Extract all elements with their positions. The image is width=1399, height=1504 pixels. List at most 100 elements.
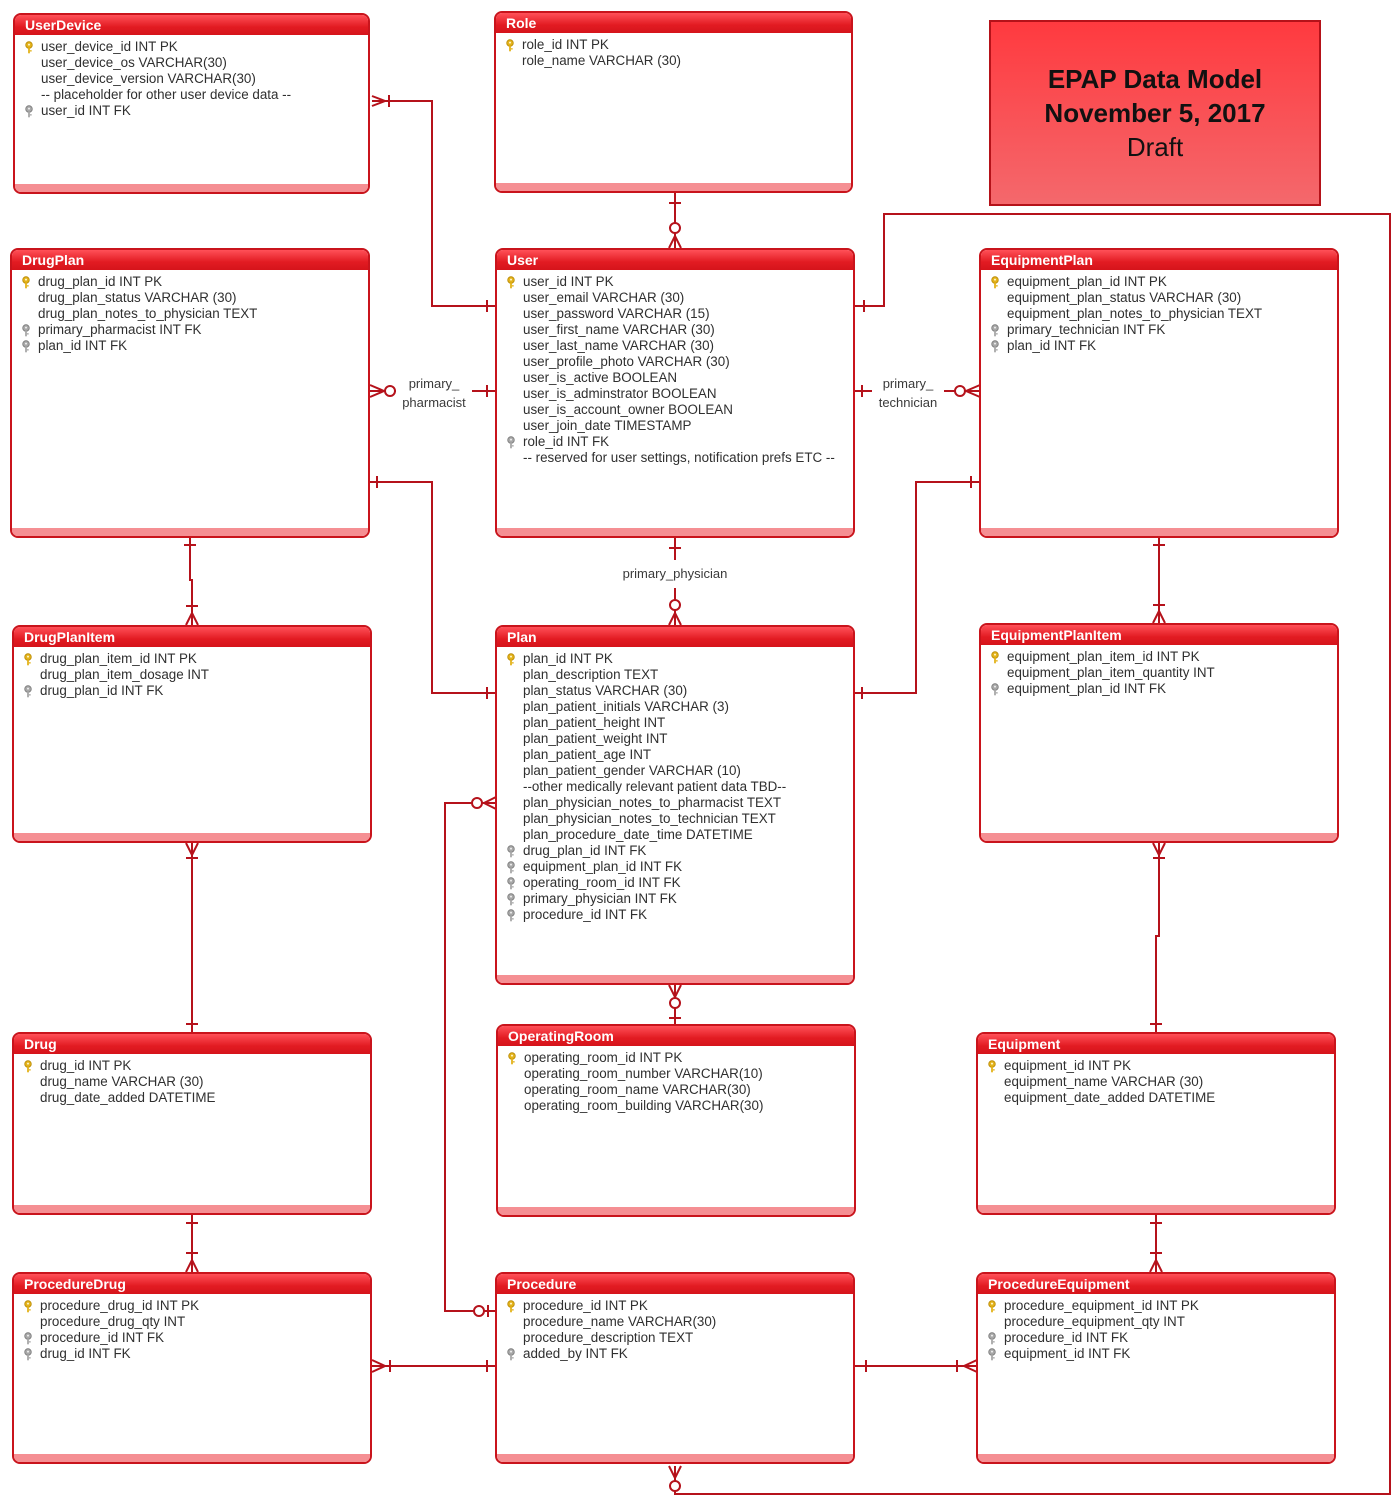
- field-row: user_device_os VARCHAR(30): [21, 55, 362, 71]
- blank-icon-slot: [503, 1314, 519, 1330]
- field-text: drug_plan_id INT FK: [523, 843, 647, 858]
- entity-title: OperatingRoom: [498, 1026, 854, 1046]
- field-row: user_join_date TIMESTAMP: [503, 418, 847, 434]
- entity-footer: [14, 833, 370, 841]
- field-row: role_name VARCHAR (30): [502, 53, 845, 69]
- blank-icon-slot: [21, 55, 37, 71]
- field-text: equipment_plan_id INT FK: [1007, 681, 1167, 696]
- field-row: plan_id INT PK: [503, 651, 847, 667]
- connector-drugplan-plan: [370, 481, 496, 694]
- blank-icon-slot: [503, 667, 519, 683]
- field-text: drug_plan_id INT PK: [38, 274, 163, 289]
- primary-key-icon: [502, 37, 518, 53]
- field-text: primary_technician INT FK: [1007, 322, 1166, 337]
- foreign-key-icon: [20, 1330, 36, 1346]
- field-row: user_id INT PK: [503, 274, 847, 290]
- field-row: drug_plan_item_id INT PK: [20, 651, 364, 667]
- field-text: procedure_drug_qty INT: [40, 1314, 186, 1329]
- field-text: role_id INT FK: [523, 434, 610, 449]
- blank-icon-slot: [20, 1074, 36, 1090]
- field-text: plan_description TEXT: [523, 667, 659, 682]
- field-text: user_is_account_owner BOOLEAN: [523, 402, 733, 417]
- field-text: drug_date_added DATETIME: [40, 1090, 216, 1105]
- foreign-key-icon: [18, 322, 34, 338]
- field-text: user_id INT PK: [523, 274, 614, 289]
- label-primary-pharmacist: primary_ pharmacist: [398, 374, 470, 412]
- field-row: user_first_name VARCHAR (30): [503, 322, 847, 338]
- label-primary-technician: primary_ technician: [872, 374, 944, 412]
- entity-footer: [496, 183, 851, 191]
- blank-icon-slot: [20, 667, 36, 683]
- field-row: equipment_plan_id INT FK: [503, 859, 847, 875]
- connector-user-userdevice: [372, 100, 495, 307]
- field-text: procedure_id INT FK: [523, 907, 648, 922]
- field-text: equipment_plan_notes_to_physician TEXT: [1007, 306, 1263, 321]
- field-row: drug_plan_item_dosage INT: [20, 667, 364, 683]
- connector-user-procedure-addedby: [674, 213, 1391, 1495]
- field-text: operating_room_name VARCHAR(30): [524, 1082, 751, 1097]
- field-row: drug_plan_id INT FK: [503, 843, 847, 859]
- field-row: plan_id INT FK: [987, 338, 1331, 354]
- field-text: plan_patient_gender VARCHAR (10): [523, 763, 741, 778]
- entity-footer: [497, 975, 853, 983]
- foreign-key-icon: [503, 843, 519, 859]
- entity-footer: [978, 1205, 1334, 1213]
- foreign-key-icon: [987, 322, 1003, 338]
- field-text: procedure_description TEXT: [523, 1330, 694, 1345]
- primary-key-icon: [20, 1058, 36, 1074]
- title-line-2: November 5, 2017: [1044, 98, 1266, 128]
- field-row: plan_procedure_date_time DATETIME: [503, 827, 847, 843]
- blank-icon-slot: [984, 1314, 1000, 1330]
- field-row: user_is_active BOOLEAN: [503, 370, 847, 386]
- field-text: drug_plan_id INT FK: [40, 683, 164, 698]
- field-text: user_device_id INT PK: [41, 39, 178, 54]
- field-text: user_device_version VARCHAR(30): [41, 71, 256, 86]
- field-text: -- reserved for user settings, notificat…: [523, 450, 835, 465]
- field-text: plan_procedure_date_time DATETIME: [523, 827, 753, 842]
- foreign-key-icon: [20, 1346, 36, 1362]
- field-row: user_device_id INT PK: [21, 39, 362, 55]
- entity-title: User: [497, 250, 853, 270]
- foreign-key-icon: [987, 681, 1003, 697]
- field-row: equipment_name VARCHAR (30): [984, 1074, 1328, 1090]
- connector-drugplan-drugplanitem: [189, 538, 193, 625]
- entity-title: EquipmentPlanItem: [981, 625, 1337, 645]
- field-text: user_first_name VARCHAR (30): [523, 322, 715, 337]
- field-row: user_password VARCHAR (15): [503, 306, 847, 322]
- blank-icon-slot: [20, 1314, 36, 1330]
- blank-icon-slot: [987, 306, 1003, 322]
- diagram-title-box: EPAP Data Model November 5, 2017 Draft: [989, 20, 1321, 206]
- field-text: plan_patient_initials VARCHAR (3): [523, 699, 729, 714]
- field-row: operating_room_building VARCHAR(30): [504, 1098, 848, 1114]
- field-row: user_last_name VARCHAR (30): [503, 338, 847, 354]
- blank-icon-slot: [503, 811, 519, 827]
- entity-footer: [12, 528, 368, 536]
- field-row: procedure_description TEXT: [503, 1330, 847, 1346]
- field-row: procedure_drug_id INT PK: [20, 1298, 364, 1314]
- field-text: drug_plan_status VARCHAR (30): [38, 290, 237, 305]
- field-text: procedure_equipment_qty INT: [1004, 1314, 1185, 1329]
- field-row: operating_room_number VARCHAR(10): [504, 1066, 848, 1082]
- entity-title: ProcedureDrug: [14, 1274, 370, 1294]
- field-text: operating_room_building VARCHAR(30): [524, 1098, 764, 1113]
- primary-key-icon: [503, 651, 519, 667]
- blank-icon-slot: [503, 450, 519, 466]
